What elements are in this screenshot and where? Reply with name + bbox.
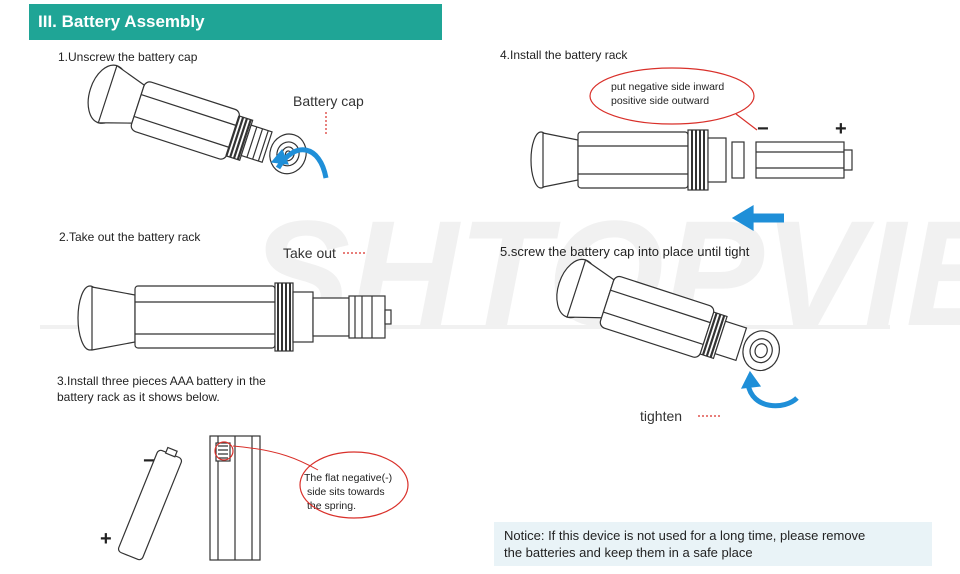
step-4-label: 4.Install the battery rack	[500, 48, 628, 62]
notice-box: Notice: If this device is not used for a…	[494, 522, 932, 566]
monocular-step5	[556, 258, 780, 372]
battery-cap-label: Battery cap	[293, 93, 364, 109]
section-header: III. Battery Assembly	[29, 4, 442, 40]
notice-line-1: Notice: If this device is not used for a…	[504, 528, 866, 543]
spring-callout-bubble	[299, 451, 409, 519]
take-out-label: Take out	[283, 245, 336, 261]
rack-callout-bubble	[589, 67, 755, 125]
rotate-arrow-head	[270, 148, 289, 165]
left-arrow-head	[731, 204, 754, 232]
tighten-arrow-head	[740, 370, 762, 389]
battery-rack	[209, 435, 261, 561]
monocular-step2	[77, 282, 392, 352]
spring-callout-pointer	[232, 445, 319, 471]
spring-callout-line3: the spring.	[307, 500, 357, 512]
spring-callout-line2: side sits towards	[307, 486, 385, 498]
battery-plus-sign: +	[100, 528, 112, 550]
tighten-rotate-arrow-icon	[745, 383, 799, 409]
rack-callout-line1: put negative side inward	[611, 81, 725, 93]
step-3-label-line1: 3.Install three pieces AAA battery in th…	[57, 374, 266, 388]
tighten-label: tighten	[640, 408, 683, 424]
watermark-underline	[40, 325, 890, 329]
spring-callout-line1: The flat negative(-)	[304, 472, 393, 484]
rack-callout-pointer	[735, 113, 758, 131]
step-5-label: 5.screw the battery cap into place until…	[500, 244, 750, 259]
plus-sign: +	[835, 118, 847, 140]
step-1-label: 1.Unscrew the battery cap	[58, 50, 198, 64]
monocular-step4	[530, 129, 853, 191]
notice-line-2: the batteries and keep them in a safe pl…	[504, 545, 753, 560]
battery-minus-sign: −	[143, 450, 155, 472]
step-2-label: 2.Take out the battery rack	[59, 230, 201, 244]
aaa-battery	[117, 446, 183, 561]
minus-sign: −	[757, 118, 769, 140]
step-3-label-line2: battery rack as it shows below.	[57, 390, 220, 404]
rack-callout-line2: positive side outward	[611, 95, 710, 107]
